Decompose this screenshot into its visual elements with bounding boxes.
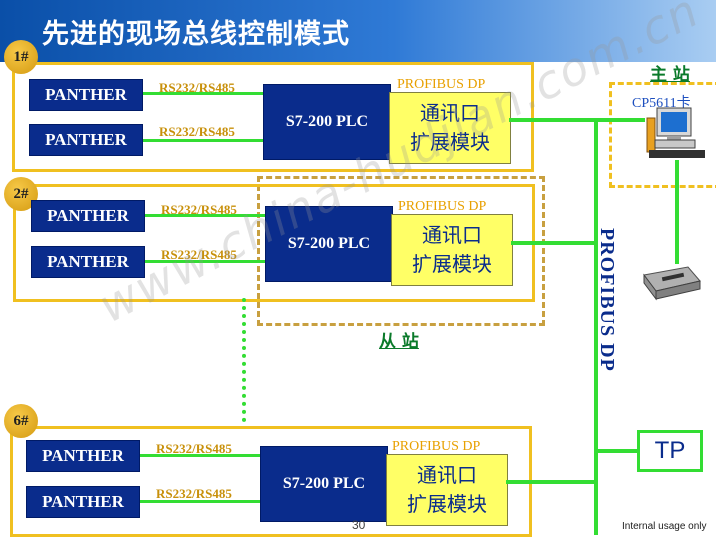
station-1-panther-1[interactable]: PANTHER (29, 79, 143, 111)
master-station-label: 主 站 (650, 65, 690, 85)
bus-tap-station-6 (506, 480, 597, 484)
tp-panel[interactable]: TP (637, 430, 703, 472)
station-1-plc[interactable]: S7-200 PLC (263, 84, 391, 160)
station-2-link-1-label: RS232/RS485 (161, 202, 237, 217)
cp-card-label: CP5611卡 (632, 96, 691, 111)
station-1-panther-2[interactable]: PANTHER (29, 124, 143, 156)
bus-tap-tp (596, 449, 640, 453)
printer-icon[interactable] (638, 261, 702, 301)
station-6-comm-module[interactable]: 通讯口 扩展模块 (386, 454, 508, 526)
station-1-link-2-line (142, 139, 264, 142)
station-6-comm-line-2: 扩展模块 (407, 492, 487, 516)
master-printer-link (675, 160, 679, 264)
station-2-bus-label: PROFIBUS DP (398, 199, 487, 214)
station-1-comm-module[interactable]: 通讯口 扩展模块 (389, 92, 511, 164)
station-1-comm-line-1: 通讯口 (420, 101, 480, 125)
station-6-link-1-line (139, 454, 261, 457)
station-6-link-2-label: RS232/RS485 (156, 486, 232, 501)
station-6-plc[interactable]: S7-200 PLC (260, 446, 388, 522)
slave-station-box (257, 176, 545, 326)
station-2-link-2-label: RS232/RS485 (161, 247, 237, 262)
station-1-comm-line-2: 扩展模块 (410, 130, 490, 154)
page-number: 30 (352, 518, 366, 532)
slave-station-label: 从 站 (379, 332, 419, 352)
master-station-box (609, 82, 716, 188)
bus-vertical-label: PROFIBUS DP (596, 228, 618, 372)
station-6-badge: 6# (4, 404, 38, 438)
station-2-link-1-line (144, 214, 266, 217)
station-1-bus-label: PROFIBUS DP (397, 77, 486, 92)
bus-tap-station-2 (511, 241, 597, 245)
station-1-badge: 1# (4, 40, 38, 74)
station-2-plc[interactable]: S7-200 PLC (265, 206, 393, 282)
bus-trunk-vertical (594, 118, 598, 535)
station-1-frame (12, 62, 534, 172)
station-6-comm-line-1: 通讯口 (417, 463, 477, 487)
page-title: 先进的现场总线控制模式 (42, 19, 350, 50)
station-6-panther-2[interactable]: PANTHER (26, 486, 140, 518)
station-2-panther-1[interactable]: PANTHER (31, 200, 145, 232)
station-6-link-2-line (139, 500, 261, 503)
station-2-panther-2[interactable]: PANTHER (31, 246, 145, 278)
computer-icon[interactable] (641, 106, 709, 162)
station-6-link-1-label: RS232/RS485 (156, 441, 232, 456)
station-2-link-2-line (144, 260, 266, 263)
title-bar: 先进的现场总线控制模式 (0, 0, 716, 62)
station-2-comm-line-1: 通讯口 (422, 223, 482, 247)
station-1-link-1-label: RS232/RS485 (159, 80, 235, 95)
more-stations-dotted-line (242, 298, 246, 422)
station-6-bus-label: PROFIBUS DP (392, 439, 481, 454)
station-2-comm-module[interactable]: 通讯口 扩展模块 (391, 214, 513, 286)
station-1-link-1-line (142, 92, 264, 95)
bus-tap-station-1 (509, 118, 645, 122)
station-6-panther-1[interactable]: PANTHER (26, 440, 140, 472)
footer-note: Internal usage only (622, 521, 707, 532)
station-1-link-2-label: RS232/RS485 (159, 124, 235, 139)
station-2-comm-line-2: 扩展模块 (412, 252, 492, 276)
